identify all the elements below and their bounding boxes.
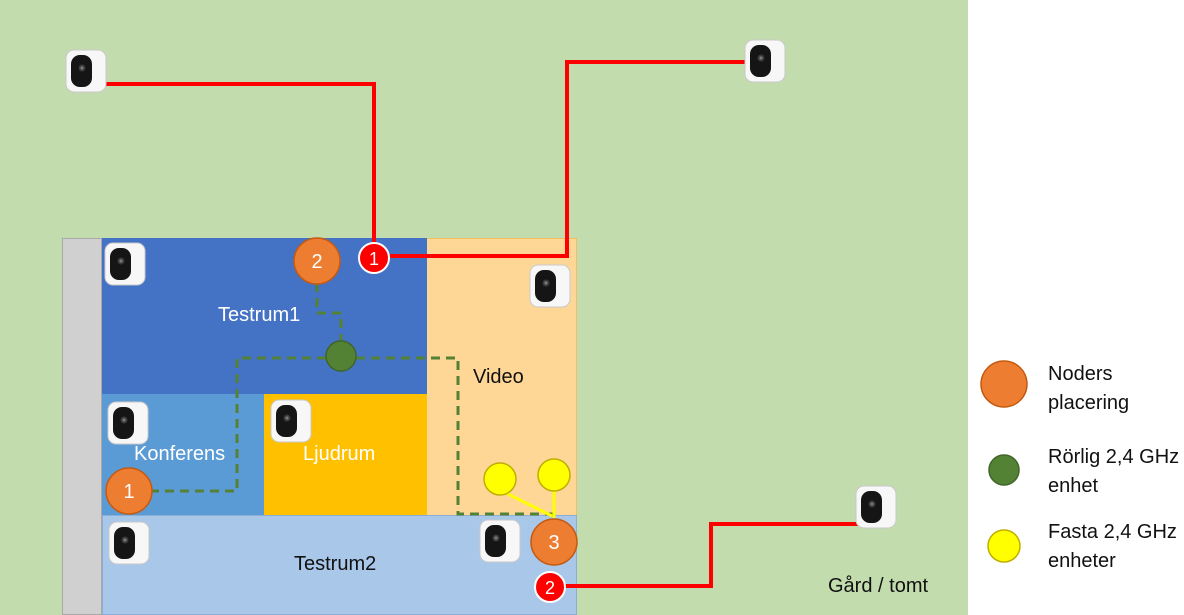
connection-marker-label: 1	[369, 249, 379, 269]
room-testrum2	[102, 515, 577, 615]
security-camera-icon	[855, 485, 897, 529]
room-label-ljudrum: Ljudrum	[303, 443, 376, 465]
security-camera-icon	[744, 39, 786, 83]
security-camera-icon	[107, 401, 149, 445]
security-camera-icon	[479, 519, 521, 563]
security-camera-icon	[270, 399, 312, 443]
legend-mobile-symbol	[988, 454, 1020, 486]
legend-mobile-text: Rörlig 2,4 GHz enhet	[1048, 446, 1180, 497]
mobile-device-path	[152, 283, 556, 516]
node-label: 2	[311, 251, 322, 273]
fixed-device-links	[499, 488, 556, 518]
connection-marker	[358, 242, 390, 274]
room-label-video: Video	[473, 366, 524, 388]
connection-marker	[534, 571, 566, 603]
legend-fixed-symbol	[987, 529, 1021, 563]
connection-marker-label: 2	[545, 578, 555, 598]
building-wall	[62, 238, 102, 615]
cable-camera-se	[560, 522, 862, 588]
node-marker	[105, 467, 153, 515]
yard-label: Gård / tomt	[828, 575, 929, 597]
node-label: 3	[548, 532, 559, 554]
node-label: 1	[123, 481, 134, 503]
fixed-device-marker	[537, 458, 571, 492]
security-camera-icon	[108, 521, 150, 565]
fixed-device-marker	[483, 462, 517, 496]
room-label-testrum2: Testrum2	[294, 553, 377, 575]
mobile-device-marker	[325, 340, 357, 372]
legend-fixed-text: Fasta 2,4 GHz enheter	[1048, 521, 1177, 572]
security-camera-icon	[529, 264, 571, 308]
node-marker	[530, 518, 578, 566]
room-label-konferens: Konferens	[134, 443, 226, 465]
security-camera-icon	[104, 242, 146, 286]
node-marker	[293, 237, 341, 285]
security-camera-icon	[65, 49, 107, 93]
cable-camera-ne	[387, 60, 748, 258]
legend-node-text: Noders placering	[1048, 363, 1130, 414]
room-label-testrum1: Testrum1	[218, 304, 301, 326]
cable-camera-nw	[100, 82, 376, 259]
legend-node-symbol	[980, 360, 1028, 408]
